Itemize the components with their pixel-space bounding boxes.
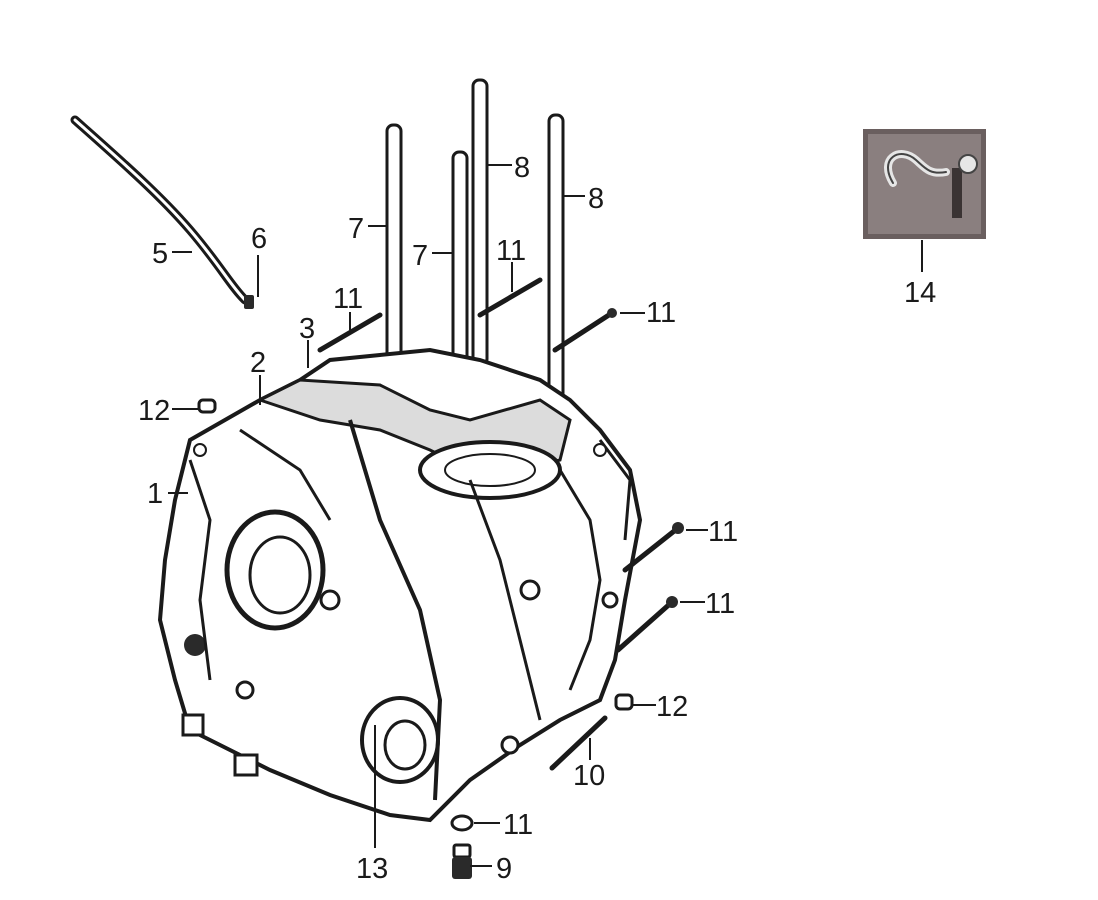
callout-labels: 1 2 3 5 6 7 7 8 8 9 10 11 11 11 11 11 11… <box>138 152 936 885</box>
callout-11-top-left: 11 <box>333 283 363 315</box>
callout-2: 2 <box>250 347 266 379</box>
part-5-tube <box>70 115 250 305</box>
part-10-bolt <box>549 715 608 771</box>
callout-13: 13 <box>356 853 388 885</box>
callout-12-right: 12 <box>656 691 688 723</box>
part-8-stud-center <box>471 78 489 367</box>
callout-5: 5 <box>152 238 168 270</box>
leader-lines <box>168 164 923 867</box>
part-6-clip <box>244 295 254 309</box>
callout-10: 10 <box>573 760 605 792</box>
callout-11-bottom: 11 <box>503 809 533 841</box>
callout-14: 14 <box>904 277 936 309</box>
part-8-stud-right <box>547 113 565 417</box>
callout-11-right-lower: 11 <box>705 588 735 620</box>
part-11-bolt-top-left <box>317 312 383 353</box>
callout-11-top-center: 11 <box>496 235 526 267</box>
part-12-pin-left <box>197 398 217 414</box>
callout-1: 1 <box>147 478 163 510</box>
part-11-bolt-top-center <box>477 277 543 318</box>
callout-12-left: 12 <box>138 395 170 427</box>
callout-7-left: 7 <box>348 213 364 245</box>
part-11-bolt-right-lower <box>615 596 678 653</box>
callout-11-top-right: 11 <box>646 297 676 329</box>
callout-11-right-upper: 11 <box>708 516 738 548</box>
part-11-bolt-top-right <box>552 308 617 353</box>
part-11-washer-bottom <box>450 814 474 832</box>
callout-9: 9 <box>496 853 512 885</box>
part-11-bolt-right-upper <box>622 522 684 573</box>
crankcase-body <box>157 347 643 823</box>
callout-8-center: 8 <box>514 152 530 184</box>
callout-8-right: 8 <box>588 183 604 215</box>
part-9-drain-plug <box>452 843 472 879</box>
callout-7-right: 7 <box>412 240 428 272</box>
callout-3: 3 <box>299 313 315 345</box>
part-12-pin-right <box>614 693 634 711</box>
part-14-photo <box>863 129 986 239</box>
callout-6: 6 <box>251 223 267 255</box>
